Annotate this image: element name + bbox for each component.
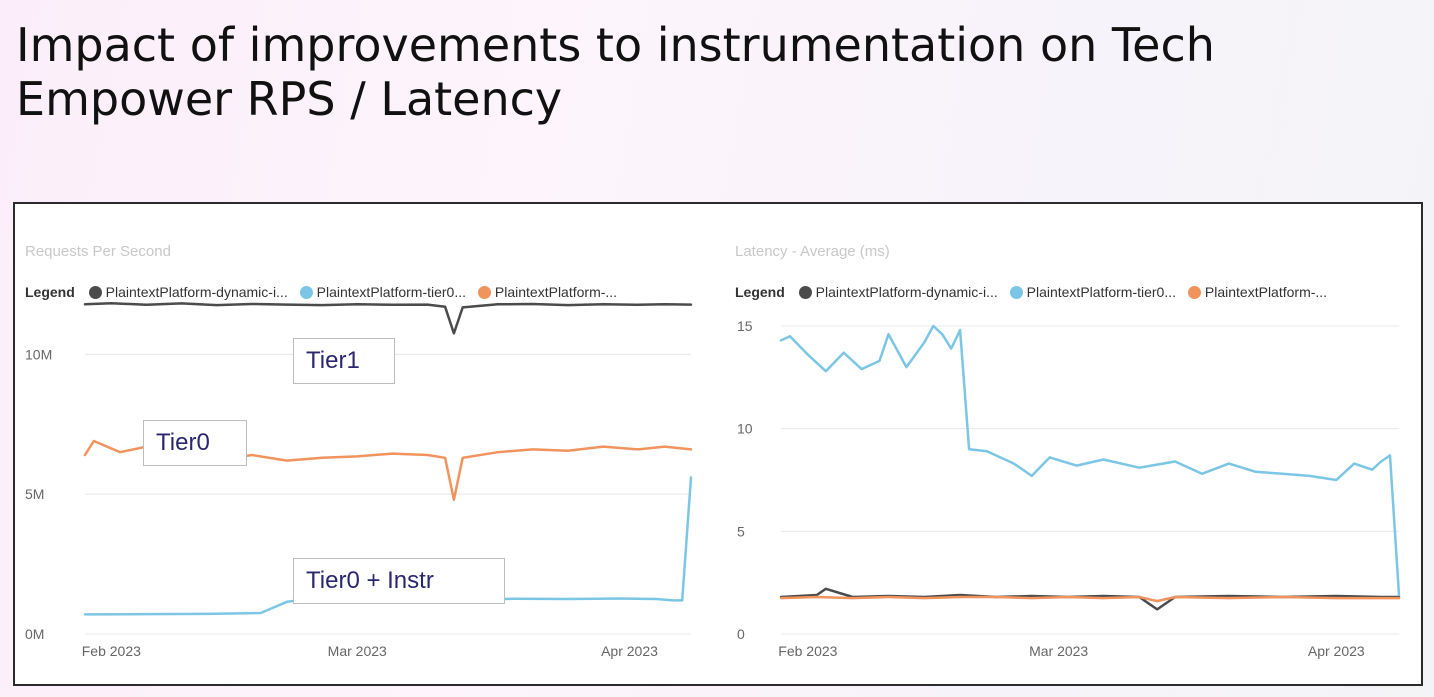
- latency-x-tick-label-0: Feb 2023: [778, 643, 837, 659]
- latency-legend-text-dynamic: PlaintextPlatform-dynamic-i...: [815, 284, 998, 300]
- rps-legend-dot-tier0: [299, 286, 313, 299]
- latency-y-tick-label-3: 15: [737, 318, 753, 334]
- annotation-tier0: Tier0: [143, 420, 247, 466]
- rps-legend-dot-instr: [477, 286, 491, 299]
- rps-series-line-dynamic: [83, 301, 693, 335]
- latency-legend: Legend PlaintextPlatform-dynamic-i... Pl…: [735, 284, 1335, 300]
- annotation-tier1: Tier1: [293, 338, 395, 384]
- rps-legend-dot-dynamic: [88, 286, 102, 299]
- rps-legend-text-instr: PlaintextPlatform-...: [494, 284, 618, 300]
- latency-y-tick-label-0: 0: [737, 626, 745, 642]
- latency-legend-dot-dynamic: [798, 286, 812, 299]
- rps-y-tick-label-1: 5M: [25, 486, 44, 502]
- rps-y-tick-label-2: 10M: [25, 346, 52, 362]
- latency-legend-item-dynamic[interactable]: PlaintextPlatform-dynamic-i...: [798, 284, 998, 300]
- slide-title-line-1: Impact of improvements to instrumentatio…: [16, 18, 1215, 72]
- latency-series-line-instr: [779, 595, 1401, 603]
- rps-legend-item-dynamic[interactable]: PlaintextPlatform-dynamic-i...: [88, 284, 288, 300]
- latency-series-line-dynamic: [779, 587, 1401, 611]
- latency-x-tick-label-1: Mar 2023: [1029, 643, 1088, 659]
- rps-x-tick-label-2: Apr 2023: [601, 643, 658, 659]
- rps-x-tick-label-1: Mar 2023: [328, 643, 387, 659]
- latency-y-tick-label-2: 10: [737, 421, 753, 437]
- latency-legend-item-instr[interactable]: PlaintextPlatform-...: [1187, 284, 1328, 300]
- latency-series-line-tier0: [779, 324, 1401, 597]
- rps-legend-item-instr[interactable]: PlaintextPlatform-...: [477, 284, 618, 300]
- slide-title-line-2: Empower RPS / Latency: [16, 72, 563, 126]
- rps-legend-label: Legend: [25, 284, 75, 300]
- rps-legend-text-dynamic: PlaintextPlatform-dynamic-i...: [105, 284, 288, 300]
- annotation-tier0-instr: Tier0 + Instr: [293, 558, 505, 604]
- latency-legend-text-tier0: PlaintextPlatform-tier0...: [1026, 284, 1177, 300]
- rps-legend: Legend PlaintextPlatform-dynamic-i... Pl…: [25, 284, 625, 300]
- slide-title: Impact of improvements to instrumentatio…: [16, 18, 1215, 126]
- latency-legend-item-tier0[interactable]: PlaintextPlatform-tier0...: [1009, 284, 1177, 300]
- latency-y-tick-label-1: 5: [737, 523, 745, 539]
- latency-legend-dot-instr: [1187, 286, 1201, 299]
- latency-chart-title: Latency - Average (ms): [735, 243, 890, 260]
- charts-svg: 0M 5M 10M Feb 2023 Mar 2023 Apr 2023 0 5 10 15Feb…: [25, 301, 1401, 659]
- rps-y-tick-label-0: 0M: [25, 626, 44, 642]
- latency-legend-label: Legend: [735, 284, 785, 300]
- rps-legend-item-tier0[interactable]: PlaintextPlatform-tier0...: [299, 284, 467, 300]
- rps-chart-title: Requests Per Second: [25, 243, 171, 260]
- latency-legend-text-instr: PlaintextPlatform-...: [1204, 284, 1328, 300]
- rps-x-tick-label-0: Feb 2023: [82, 643, 141, 659]
- rps-legend-text-tier0: PlaintextPlatform-tier0...: [316, 284, 467, 300]
- latency-x-tick-label-2: Apr 2023: [1308, 643, 1365, 659]
- latency-legend-dot-tier0: [1009, 286, 1023, 299]
